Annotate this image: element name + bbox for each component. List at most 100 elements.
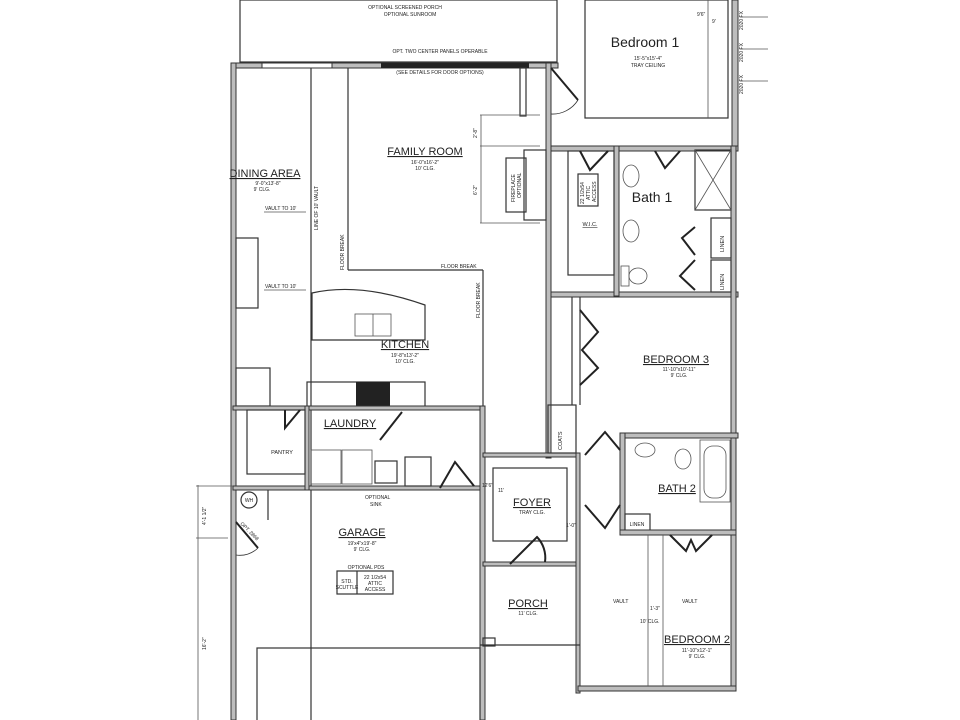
svg-text:FLOOR BREAK: FLOOR BREAK xyxy=(476,282,482,318)
water-heater-icon xyxy=(240,491,258,509)
svg-text:TRAY CEILING: TRAY CEILING xyxy=(631,63,665,69)
pantry: PANTRY xyxy=(246,409,306,475)
bath-2: BATH 2 LINEN xyxy=(584,430,731,533)
svg-text:LINEN: LINEN xyxy=(720,274,726,290)
svg-text:2020 FX: 2020 FX xyxy=(739,42,745,62)
svg-text:VAULT TO 10': VAULT TO 10' xyxy=(265,284,296,290)
dryer-icon xyxy=(341,449,373,485)
bathtub-icon xyxy=(699,439,731,503)
svg-text:19'-8"x13'-2": 19'-8"x13'-2" xyxy=(391,353,419,359)
garage: WH OPT. 2868 GARAGE 19'x4"x19'-8" 9' CLG… xyxy=(196,485,481,720)
svg-text:VAULT: VAULT xyxy=(613,599,628,605)
front-door[interactable] xyxy=(509,535,547,565)
door-details: (SEE DETAILS FOR DOOR OPTIONS) xyxy=(396,70,484,76)
svg-text:BEDROOM 3: BEDROOM 3 xyxy=(643,354,709,366)
svg-text:Bath 1: Bath 1 xyxy=(632,189,673,205)
washer-icon xyxy=(310,449,342,485)
svg-text:GARAGE: GARAGE xyxy=(338,527,385,539)
svg-text:11'-10"x10'-11": 11'-10"x10'-11" xyxy=(663,367,696,373)
svg-text:ACCESS: ACCESS xyxy=(592,181,598,202)
svg-text:2020 FX: 2020 FX xyxy=(739,74,745,94)
screened-porch: OPTIONAL SCREENED PORCH OPTIONAL SUNROOM… xyxy=(239,0,558,76)
toilet-icon xyxy=(674,448,692,470)
left-wall xyxy=(230,62,237,720)
svg-text:STD.: STD. xyxy=(341,579,352,585)
svg-text:TRAY CLG.: TRAY CLG. xyxy=(519,510,545,516)
svg-text:PANTRY: PANTRY xyxy=(271,450,293,456)
bedroom-1-label: Bedroom 1 xyxy=(611,34,680,50)
sink-icon xyxy=(622,219,640,243)
svg-text:19'x4"x19'-8": 19'x4"x19'-8" xyxy=(348,541,377,547)
svg-text:6'-2": 6'-2" xyxy=(473,185,479,195)
fireplace: FIREPLACE OPTIONAL xyxy=(505,149,547,221)
svg-text:PORCH: PORCH xyxy=(508,598,548,610)
svg-text:1'-3": 1'-3" xyxy=(650,606,660,612)
svg-text:9'6": 9'6" xyxy=(697,12,706,18)
sliding-door[interactable] xyxy=(381,63,529,68)
svg-text:FLOOR BREAK: FLOOR BREAK xyxy=(441,264,477,270)
sink-icon xyxy=(374,460,398,484)
svg-text:ATTIC: ATTIC xyxy=(368,581,382,587)
bedroom-3: BEDROOM 3 11'-10"x10'-11" 9' CLG. xyxy=(571,297,709,405)
closet-door[interactable] xyxy=(579,309,600,386)
svg-text:ACCESS: ACCESS xyxy=(365,587,386,593)
walk-in-closet: 22 1/2x54 ATTIC ACCESS W.I.C. xyxy=(567,150,615,276)
svg-text:FLOOR BREAK: FLOOR BREAK xyxy=(340,234,346,270)
svg-text:9': 9' xyxy=(712,19,716,25)
svg-text:11': 11' xyxy=(498,488,504,494)
coats-closet xyxy=(547,404,577,454)
svg-text:OPTIONAL: OPTIONAL xyxy=(517,172,523,198)
svg-text:LINEN: LINEN xyxy=(720,236,726,252)
svg-text:16'-2": 16'-2" xyxy=(202,637,208,650)
shower-icon xyxy=(694,149,732,211)
svg-text:BATH 2: BATH 2 xyxy=(658,483,696,495)
svg-text:1'-0": 1'-0" xyxy=(566,523,576,529)
svg-text:OPTIONAL PDS: OPTIONAL PDS xyxy=(348,565,385,571)
svg-text:10' CLG.: 10' CLG. xyxy=(415,166,435,172)
porch-label: OPTIONAL SCREENED PORCH xyxy=(368,5,442,11)
svg-text:9' CLG.: 9' CLG. xyxy=(254,187,271,193)
door-note: OPT. TWO CENTER PANELS OPERABLE xyxy=(392,49,488,55)
sink-icon xyxy=(622,164,640,188)
svg-text:ATTIC: ATTIC xyxy=(586,186,592,200)
svg-text:DINING AREA: DINING AREA xyxy=(230,168,302,180)
svg-text:12'6": 12'6" xyxy=(482,483,493,489)
garage-entry-door[interactable] xyxy=(439,460,475,489)
svg-text:VAULT: VAULT xyxy=(682,599,697,605)
svg-text:SCUTTLE: SCUTTLE xyxy=(336,585,359,591)
svg-text:22 1/2x54: 22 1/2x54 xyxy=(580,182,586,204)
svg-text:4'-1 1/2": 4'-1 1/2" xyxy=(202,506,208,525)
toilet-icon xyxy=(628,267,648,285)
svg-text:10' CLG.: 10' CLG. xyxy=(395,359,415,365)
svg-text:OPTIONAL: OPTIONAL xyxy=(365,495,391,501)
sink-icon xyxy=(634,442,656,458)
svg-text:15'-5"x15'-4": 15'-5"x15'-4" xyxy=(634,56,662,62)
svg-text:W.I.C.: W.I.C. xyxy=(583,222,598,228)
svg-text:10' CLG.: 10' CLG. xyxy=(640,619,660,625)
family-room: FAMILY ROOM 16'-0"x16'-2" 10' CLG. 2'-8"… xyxy=(310,68,547,720)
svg-text:LINEN: LINEN xyxy=(630,522,645,528)
svg-text:KITCHEN: KITCHEN xyxy=(381,339,429,351)
sunroom-label: OPTIONAL SUNROOM xyxy=(384,12,437,18)
svg-text:COATS: COATS xyxy=(558,431,564,450)
laundry: LAUNDRY OPTIONAL SINK xyxy=(310,411,475,508)
range-icon xyxy=(356,382,390,407)
foyer: FOYER TRAY CLG. 12'6" 11' 1'-0" xyxy=(482,452,581,694)
window-labels: 2020 FX 2020 FX 2020 FX xyxy=(739,10,768,94)
svg-text:9' CLG.: 9' CLG. xyxy=(671,373,688,379)
svg-text:2020 FX: 2020 FX xyxy=(739,10,745,30)
svg-text:22 1/2x54: 22 1/2x54 xyxy=(364,575,386,581)
svg-text:LAUNDRY: LAUNDRY xyxy=(324,418,377,430)
bedroom-1: Bedroom 1 15'-5"x15'-4" TRAY CEILING 9'6… xyxy=(584,0,768,149)
svg-text:FIREPLACE: FIREPLACE xyxy=(511,174,517,202)
garage-door[interactable] xyxy=(256,647,481,720)
svg-text:FOYER: FOYER xyxy=(513,497,551,509)
closet-door[interactable] xyxy=(669,534,713,553)
svg-text:BEDROOM 2: BEDROOM 2 xyxy=(664,634,730,646)
garage-side-door[interactable] xyxy=(235,521,259,549)
svg-text:WH: WH xyxy=(245,498,254,504)
dining-area: DINING AREA 9'-0"x13'-8" 9' CLG. VAULT T… xyxy=(230,168,482,407)
svg-text:9' CLG.: 9' CLG. xyxy=(354,547,371,553)
svg-text:11' CLG.: 11' CLG. xyxy=(518,611,537,617)
